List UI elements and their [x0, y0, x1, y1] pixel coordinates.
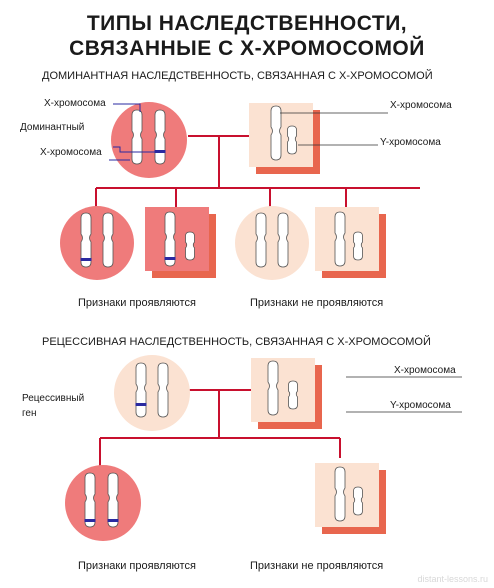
recessive-label-x-right: X-хромосома: [394, 365, 456, 376]
dominant-caption-noshow: Признаки не проявляются: [250, 297, 384, 309]
dominant-subtitle: ДОМИНАНТНАЯ НАСЛЕДСТВЕННОСТЬ, СВЯЗАННАЯ …: [42, 70, 433, 82]
dominant-father-square: [249, 103, 320, 174]
recessive-subtitle: РЕЦЕССИВНАЯ НАСЛЕДСТВЕННОСТЬ, СВЯЗАННАЯ …: [42, 336, 431, 348]
recessive-gene-label-1: Рецессивный: [22, 393, 85, 404]
recessive-caption-noshow: Признаки не проявляются: [250, 560, 384, 572]
dominant-caption-show: Признаки проявляются: [78, 297, 196, 309]
dominant-label-x-right: X-хромосома: [390, 100, 452, 111]
dominant-child-4-square: [315, 207, 386, 278]
dominant-child-1-circle: [60, 206, 134, 280]
dominant-pedigree-lines: [95, 135, 420, 208]
recessive-caption-show: Признаки проявляются: [78, 560, 196, 572]
recessive-mother-circle: [114, 355, 190, 431]
dominant-mother-circle: [111, 102, 187, 178]
recessive-child-2-square: [315, 463, 386, 534]
dominant-child-2-square: [145, 207, 216, 278]
dominant-label-x-top: X-хромосома: [44, 98, 106, 109]
dominant-label-pointers: [109, 103, 155, 161]
recessive-father-square: [251, 358, 322, 429]
title-line-2: СВЯЗАННЫЕ С X-ХРОМОСОМОЙ: [69, 37, 425, 60]
dominant-right-pointers: [280, 112, 388, 146]
recessive-right-pointers: [346, 376, 462, 413]
dominant-label-y-right: Y-хромосома: [380, 137, 441, 148]
recessive-child-1-circle: [65, 465, 141, 541]
dominant-gene-band: [154, 150, 166, 153]
recessive-gene-label-2: ген: [22, 408, 37, 419]
title-line-1: ТИПЫ НАСЛЕДСТВЕННОСТИ,: [86, 12, 408, 35]
dominant-label-x-bottom: X-хромосома: [40, 147, 102, 158]
dominant-child-3-circle: [235, 206, 309, 280]
dominant-label-gene: Доминантный: [20, 122, 85, 133]
watermark: distant-lessons.ru: [417, 574, 488, 584]
recessive-label-y-right: Y-хромосома: [390, 400, 451, 411]
